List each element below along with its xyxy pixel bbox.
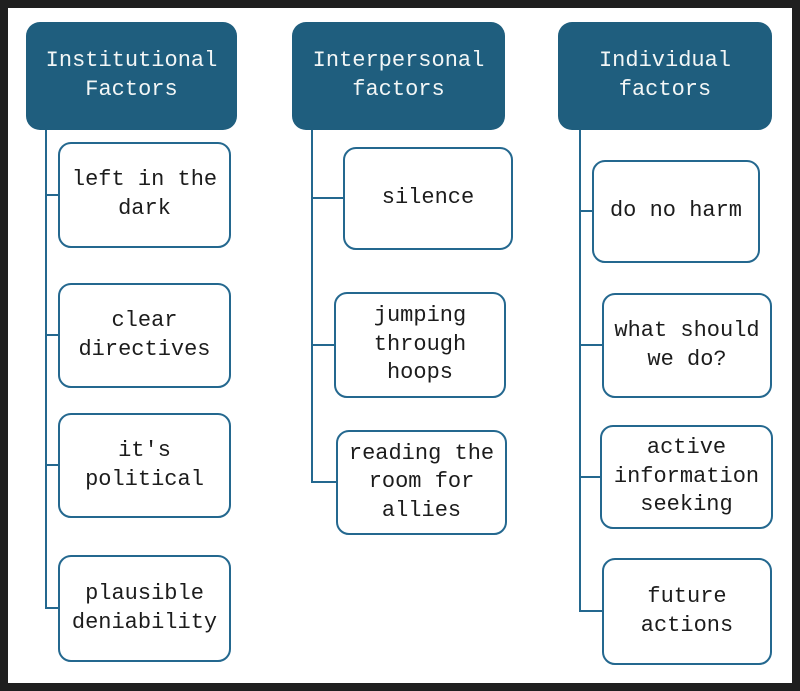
node-what-should-we-do: what should we do? [602,293,772,398]
connector-stub-col1-3 [45,464,58,466]
connector-stub-col2-1 [311,197,343,199]
connector-stub-col2-3 [311,481,336,483]
connector-stub-col2-2 [311,344,334,346]
header-box-institutional-factors: Institutional Factors [26,22,237,130]
connector-stub-col1-4 [45,607,58,609]
node-plausible-deniability: plausible deniability [58,555,231,662]
connector-stub-col3-4 [579,610,602,612]
node-jumping-through-hoops: jumping through hoops [334,292,506,398]
connector-stub-col1-1 [45,194,58,196]
connector-stub-col3-2 [579,344,602,346]
node-do-no-harm: do no harm [592,160,760,263]
node-active-information-seeking: active information seeking [600,425,773,529]
connector-stub-col1-2 [45,334,58,336]
header-box-interpersonal-factors: Interpersonal factors [292,22,505,130]
connector-vertical-line-col1 [45,130,47,609]
connector-stub-col3-1 [579,210,592,212]
connector-vertical-line-col3 [579,130,581,612]
node-reading-the-room-for-allies: reading the room for allies [336,430,507,535]
node-left-in-the-dark: left in the dark [58,142,231,248]
connector-vertical-line-col2 [311,130,313,483]
node-future-actions: future actions [602,558,772,665]
node-its-political: it's political [58,413,231,518]
node-clear-directives: clear directives [58,283,231,388]
connector-stub-col3-3 [579,476,600,478]
header-box-individual-factors: Individual factors [558,22,772,130]
node-silence: silence [343,147,513,250]
